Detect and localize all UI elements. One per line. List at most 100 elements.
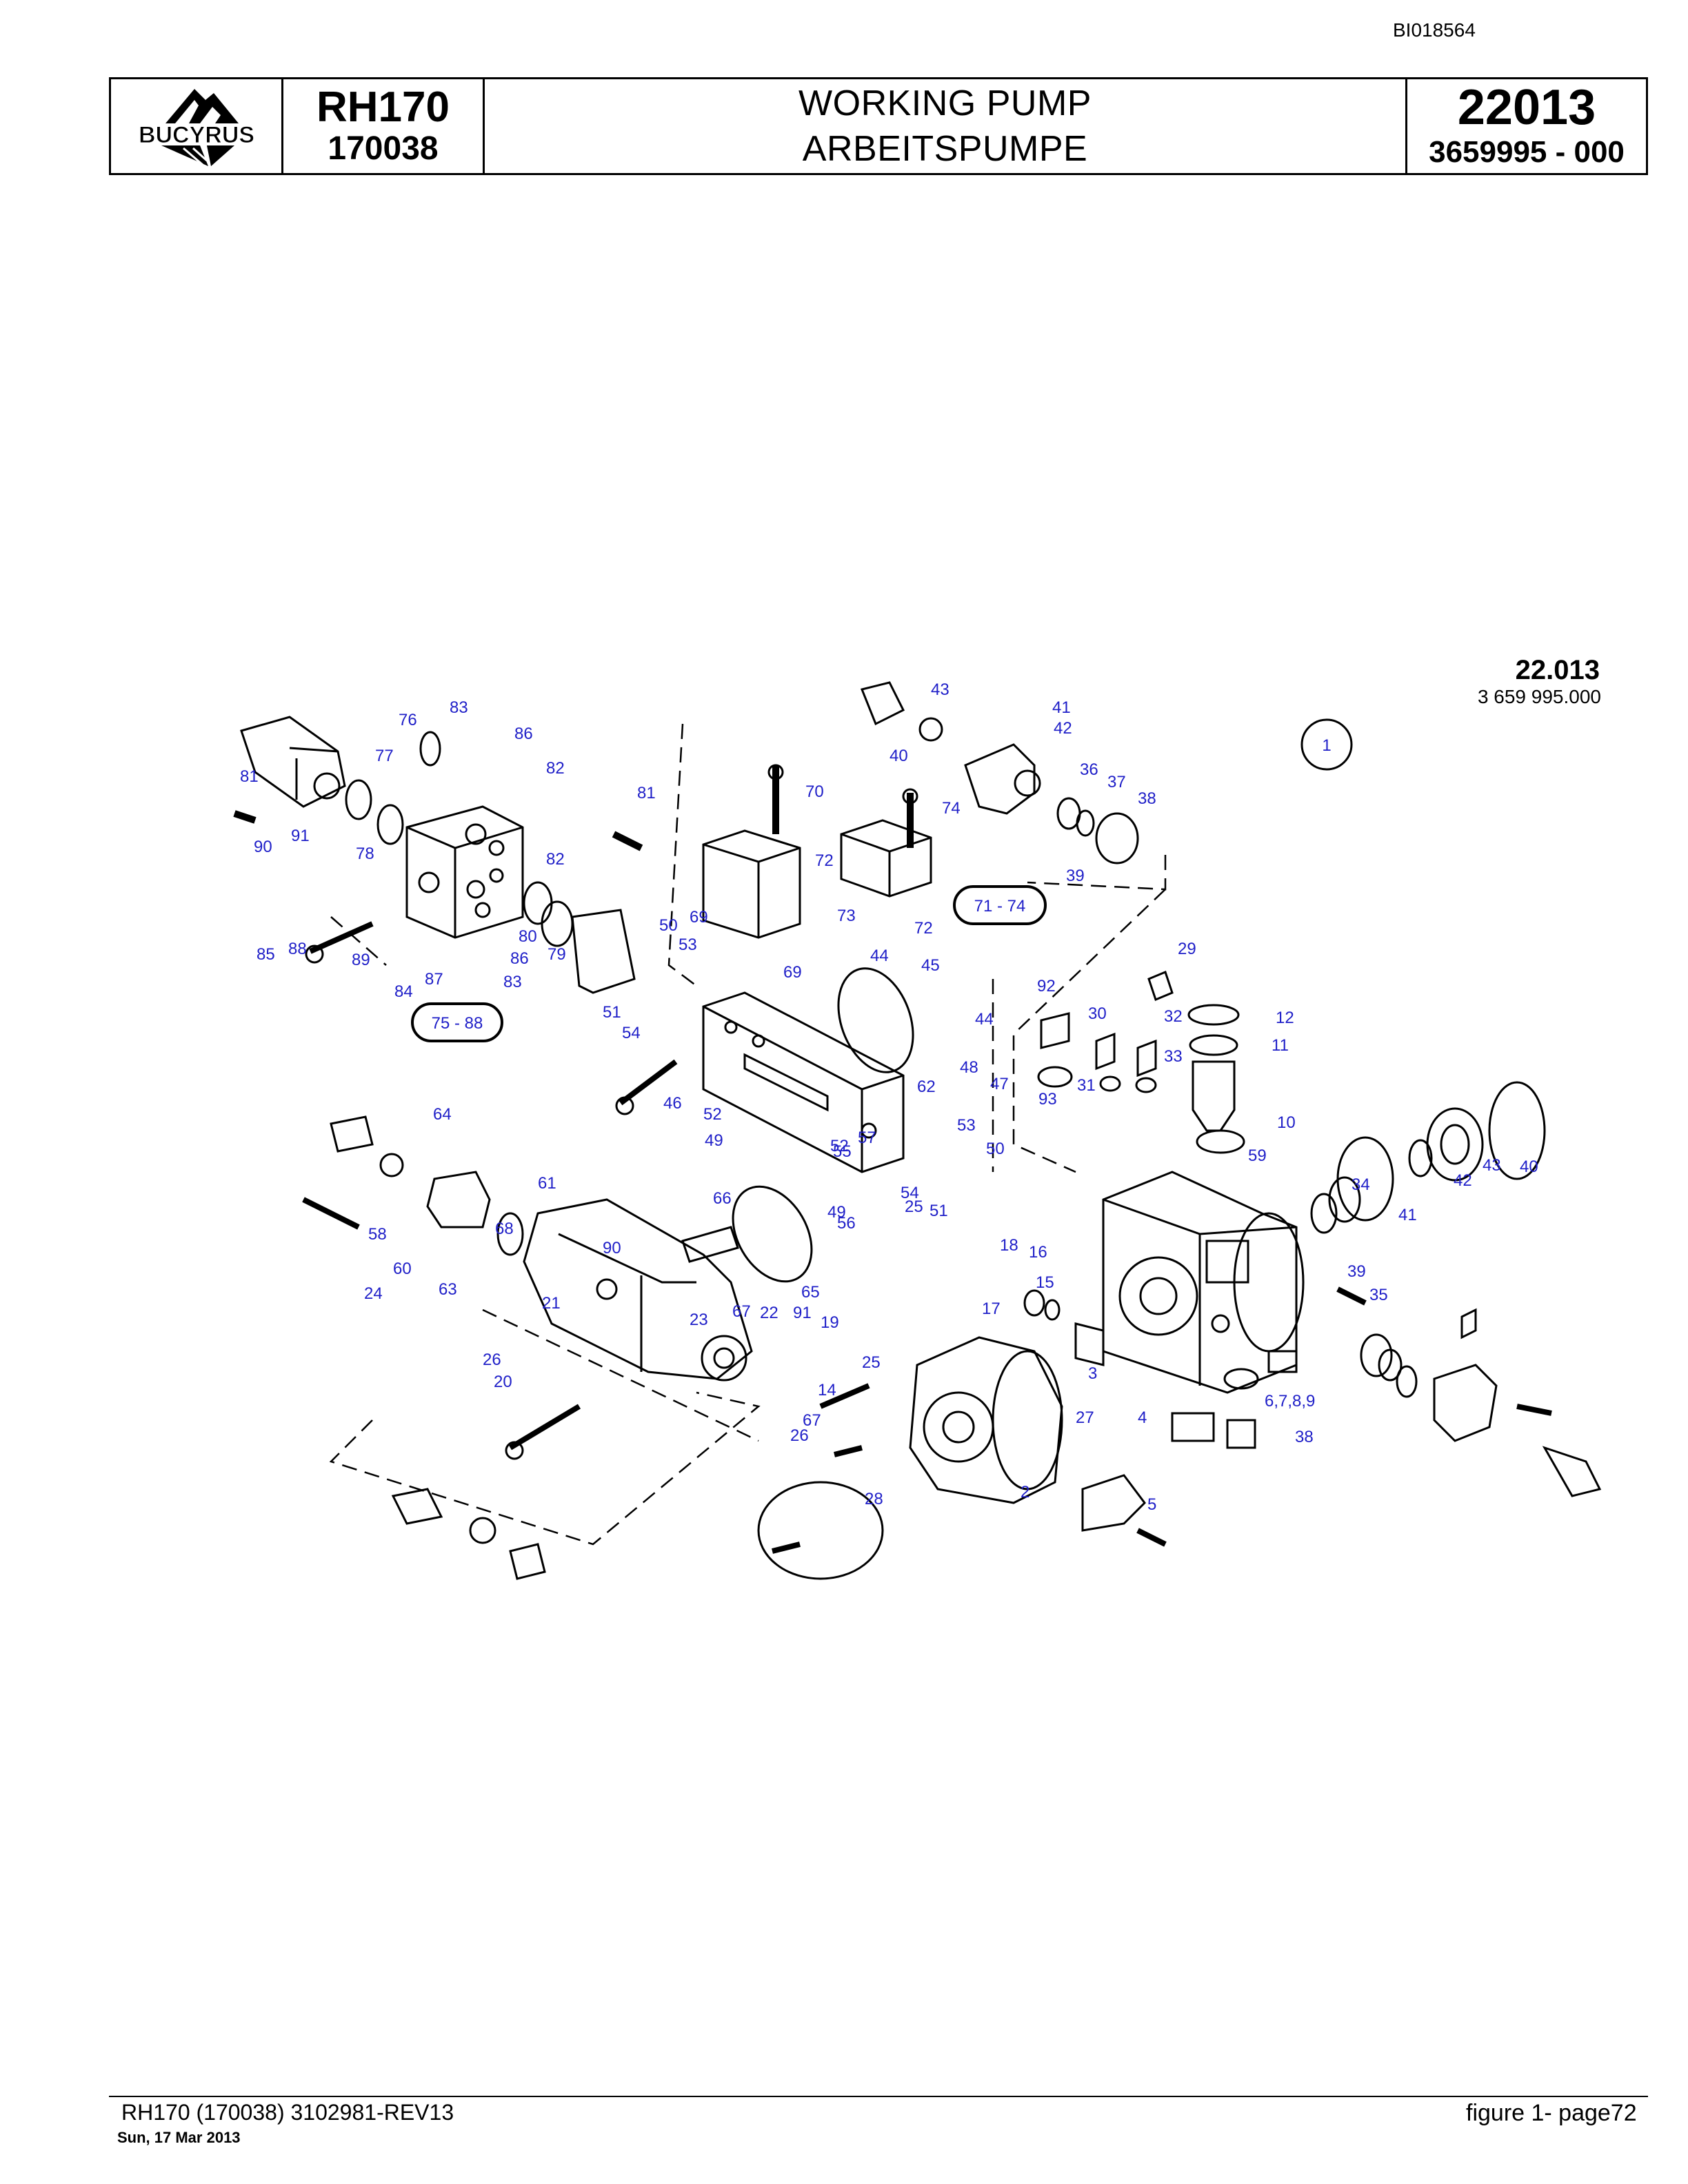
assembly-leader-lines bbox=[329, 723, 1167, 1546]
callout-item-5: 5 bbox=[1147, 1495, 1156, 1514]
model-name: RH170 bbox=[316, 83, 450, 131]
callout-item-43: 43 bbox=[931, 680, 950, 699]
callout-item-50: 50 bbox=[659, 916, 678, 935]
callout-item-61: 61 bbox=[538, 1174, 556, 1193]
callout-item-45: 45 bbox=[921, 956, 940, 975]
callout-item-50: 50 bbox=[986, 1140, 1005, 1158]
part-number: 3659995 - 000 bbox=[1429, 135, 1625, 169]
callout-item-80: 80 bbox=[519, 927, 537, 946]
callout-item-49: 49 bbox=[827, 1203, 846, 1222]
group-oval-71-74 bbox=[953, 885, 1047, 925]
callout-item-3: 3 bbox=[1088, 1364, 1097, 1383]
callout-item-65: 65 bbox=[801, 1283, 820, 1302]
callout-item-30: 30 bbox=[1088, 1004, 1107, 1023]
callout-item-86: 86 bbox=[510, 949, 529, 968]
callout-item-93: 93 bbox=[1038, 1090, 1057, 1109]
callout-item-12: 12 bbox=[1276, 1009, 1294, 1027]
callout-item-57: 57 bbox=[858, 1129, 876, 1147]
callout-item-51: 51 bbox=[603, 1003, 621, 1022]
item-circle-icon bbox=[1300, 718, 1353, 771]
document-code: BI018564 bbox=[1393, 19, 1476, 41]
callout-item-60: 60 bbox=[393, 1260, 412, 1278]
callout-item-90: 90 bbox=[254, 838, 272, 856]
callout-item-52: 52 bbox=[830, 1137, 849, 1155]
valve-block-46 bbox=[702, 991, 905, 1173]
callout-item-49: 49 bbox=[705, 1131, 723, 1150]
callout-item-81: 81 bbox=[637, 784, 656, 802]
callout-item-82: 82 bbox=[546, 759, 565, 778]
callout-item-34: 34 bbox=[1352, 1175, 1370, 1194]
callout-item-54: 54 bbox=[901, 1184, 919, 1202]
callout-item-25: 25 bbox=[862, 1353, 881, 1372]
footer-rule bbox=[109, 2096, 1648, 2097]
callout-item-11: 11 bbox=[1272, 1036, 1289, 1055]
callout-item-66: 66 bbox=[713, 1189, 732, 1208]
callout-item-56: 56 bbox=[837, 1214, 856, 1233]
callout-item-55: 55 bbox=[833, 1142, 852, 1161]
callout-item-91: 91 bbox=[793, 1304, 812, 1322]
callout-item-43: 43 bbox=[1483, 1156, 1501, 1175]
callout-item-22: 22 bbox=[760, 1304, 778, 1322]
cartridge-valve-right bbox=[964, 743, 1036, 815]
callout-item-24: 24 bbox=[364, 1284, 383, 1303]
cartridge-valve bbox=[240, 716, 346, 808]
callout-item-25: 25 bbox=[905, 1197, 923, 1216]
callout-item-70: 70 bbox=[805, 782, 824, 801]
callout-item-38: 38 bbox=[1295, 1428, 1314, 1446]
callout-item-46: 46 bbox=[663, 1094, 682, 1113]
model-cell: RH170 170038 bbox=[283, 79, 485, 173]
callout-item-89: 89 bbox=[352, 951, 370, 969]
group-label-71-74: 71 - 74 bbox=[974, 897, 1026, 916]
end-plate-23 bbox=[757, 1481, 884, 1580]
callout-item-85: 85 bbox=[257, 945, 275, 964]
callout-item-41: 41 bbox=[1052, 698, 1071, 717]
main-pump-housing bbox=[1102, 1171, 1298, 1394]
callout-item-64: 64 bbox=[433, 1105, 452, 1124]
callout-item-79: 79 bbox=[547, 945, 566, 964]
item-circle-label: 1 bbox=[1322, 736, 1331, 755]
callout-item-78: 78 bbox=[356, 845, 374, 863]
callout-item-14: 14 bbox=[818, 1381, 836, 1399]
footer-date: Sun, 17 Mar 2013 bbox=[117, 2129, 241, 2146]
callout-item-40: 40 bbox=[1520, 1157, 1538, 1176]
group-oval-75-88 bbox=[411, 1002, 503, 1042]
callout-item-69: 69 bbox=[690, 908, 708, 927]
brand-logo-cell: BUCYRUS bbox=[111, 79, 283, 173]
callout-item-33: 33 bbox=[1164, 1047, 1183, 1066]
callout-item-39: 39 bbox=[1347, 1262, 1366, 1281]
callout-item-91: 91 bbox=[291, 827, 310, 845]
callout-item-26: 26 bbox=[483, 1351, 501, 1369]
cover-plate bbox=[571, 909, 636, 994]
callout-item-72: 72 bbox=[815, 851, 834, 870]
coupling-15 bbox=[1074, 1322, 1105, 1366]
callout-item-88: 88 bbox=[288, 940, 307, 958]
bucyrus-logo: BUCYRUS bbox=[138, 89, 254, 166]
callout-item-26: 26 bbox=[790, 1426, 809, 1445]
callout-item-73: 73 bbox=[837, 907, 856, 925]
logo-wordmark: BUCYRUS bbox=[138, 122, 254, 148]
parts-drawing bbox=[233, 681, 1602, 1580]
callout-item-47: 47 bbox=[990, 1075, 1009, 1093]
callout-item-87: 87 bbox=[425, 970, 443, 989]
callout-item-92: 92 bbox=[1037, 977, 1056, 995]
callout-item-36: 36 bbox=[1080, 760, 1098, 779]
callout-item-76: 76 bbox=[399, 711, 417, 729]
callout-item-81: 81 bbox=[240, 767, 259, 786]
callout-item-28: 28 bbox=[865, 1490, 883, 1508]
callout-item-86: 86 bbox=[514, 725, 533, 743]
callout-item-29: 29 bbox=[1178, 940, 1196, 958]
group-label-75-88: 75 - 88 bbox=[432, 1014, 483, 1033]
callout-item-38: 38 bbox=[1138, 789, 1156, 808]
controller-housing bbox=[523, 1198, 753, 1380]
callout-item-23: 23 bbox=[690, 1311, 708, 1329]
callout-item-82: 82 bbox=[546, 850, 565, 869]
valve-block-74 bbox=[840, 819, 932, 898]
callout-item-21: 21 bbox=[542, 1294, 561, 1313]
figure-reference-number: 22.013 bbox=[1515, 655, 1600, 685]
adjuster-67 bbox=[330, 1115, 374, 1153]
callout-item-39: 39 bbox=[1066, 867, 1085, 885]
callout-item-51: 51 bbox=[930, 1202, 948, 1220]
valve-block-75-88 bbox=[405, 805, 524, 939]
